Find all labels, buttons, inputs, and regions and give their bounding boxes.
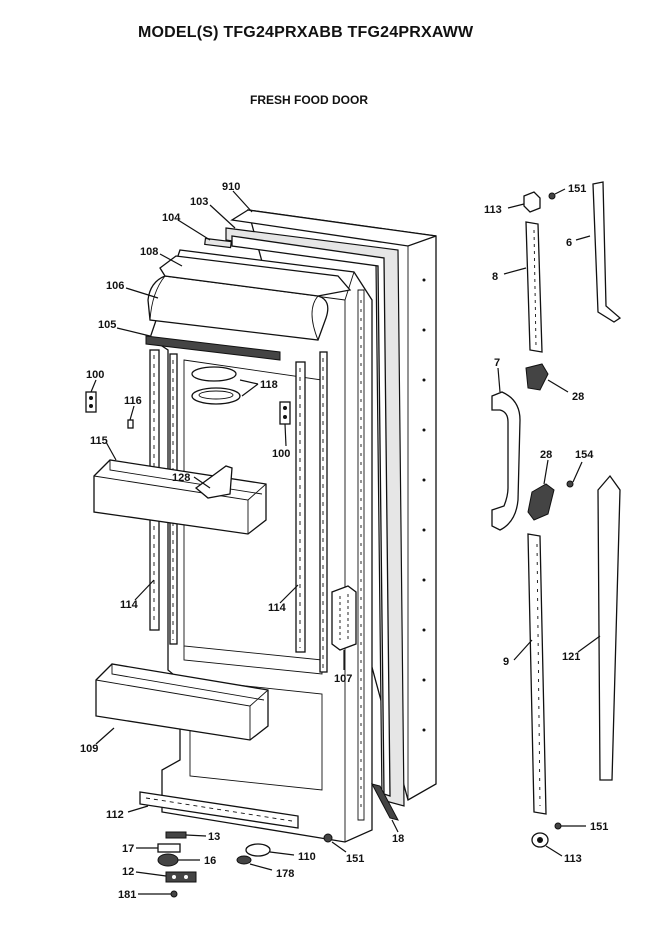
callout-13: 13 [208, 831, 220, 843]
callout-28-lower: 28 [540, 449, 552, 461]
shelf-support-left [85, 391, 97, 413]
callout-181: 181 [118, 889, 136, 901]
callout-128: 128 [172, 472, 190, 484]
callout-107: 107 [334, 673, 352, 685]
callout-6: 6 [566, 237, 572, 249]
callout-121: 121 [562, 651, 580, 663]
callout-28-upper: 28 [572, 391, 584, 403]
callout-104: 104 [162, 212, 181, 224]
door-edge-trim-upper [592, 181, 622, 323]
bottom-trim-strip [139, 791, 299, 829]
screw-top-right [548, 192, 556, 200]
callout-151-top: 151 [568, 183, 586, 195]
shelf-support-right [279, 401, 291, 425]
dairy-hinge-strip [204, 237, 232, 249]
hinge-screw [170, 890, 178, 898]
callout-151-left: 151 [346, 853, 364, 865]
callout-8: 8 [492, 271, 498, 283]
handle-screw [566, 480, 574, 488]
door-stop [245, 843, 271, 857]
callout-103: 103 [190, 196, 208, 208]
callout-116: 116 [124, 395, 142, 407]
door-edge-trim-lower [597, 474, 621, 781]
callout-154: 154 [575, 449, 594, 461]
door-handle-cover [331, 585, 357, 651]
callout-100-left: 100 [86, 369, 104, 381]
callout-109: 109 [80, 743, 98, 755]
lower-door-bin [95, 663, 269, 741]
callout-178: 178 [276, 868, 294, 880]
handle-mounting-bracket-lower [527, 533, 547, 815]
door-handle [491, 391, 521, 531]
butter-dish [191, 366, 241, 405]
handle-end-cap-upper [525, 363, 549, 391]
callout-110: 110 [298, 851, 316, 863]
leader-lines [90, 188, 601, 895]
callout-106: 106 [106, 280, 124, 292]
callout-114-right: 114 [268, 602, 287, 614]
shelf-rail-right [295, 351, 328, 673]
callout-12: 12 [122, 866, 134, 878]
callout-105: 105 [98, 319, 116, 331]
callout-112: 112 [106, 809, 124, 821]
bottom-hinge-strip [371, 783, 399, 821]
callout-118: 118 [260, 379, 278, 391]
callout-151-bottom: 151 [590, 821, 608, 833]
screw-bottom-right [554, 822, 562, 830]
callout-910: 910 [222, 181, 240, 193]
dairy-trim-strip [145, 335, 281, 361]
callout-16: 16 [204, 855, 216, 867]
door-panel-screw-holes [422, 278, 426, 732]
top-hinge-cap [523, 191, 541, 213]
callout-115: 115 [90, 435, 108, 447]
bottom-hinge-cap [531, 832, 549, 848]
hinge-cam [157, 853, 179, 867]
callout-113-bottom: 113 [564, 853, 582, 865]
callout-9: 9 [503, 656, 509, 668]
model-title: MODEL(S) TFG24PRXABB TFG24PRXAWW [138, 24, 474, 41]
callout-labels: 910 103 104 108 106 105 100 116 118 115 … [80, 181, 608, 901]
callout-100-right: 100 [272, 448, 290, 460]
callout-18: 18 [392, 833, 404, 845]
callout-113-top: 113 [484, 204, 502, 216]
callout-7: 7 [494, 357, 500, 369]
callout-114-left: 114 [120, 599, 139, 611]
handle-mounting-bracket-upper [525, 221, 543, 353]
callout-108: 108 [140, 246, 158, 258]
hinge-pin-bracket [165, 831, 187, 839]
door-closer-cam [236, 855, 252, 865]
handle-end-cap-lower [527, 483, 555, 521]
section-title: FRESH FOOD DOOR [250, 93, 369, 107]
bin-divider [194, 465, 233, 499]
dairy-compartment-frame [159, 255, 352, 297]
shelf-clip [127, 419, 134, 429]
callout-17: 17 [122, 843, 134, 855]
screw-bottom-left [323, 833, 333, 843]
inner-door-liner [149, 249, 373, 843]
lower-hinge [165, 871, 197, 883]
hinge-bushing [157, 843, 181, 853]
